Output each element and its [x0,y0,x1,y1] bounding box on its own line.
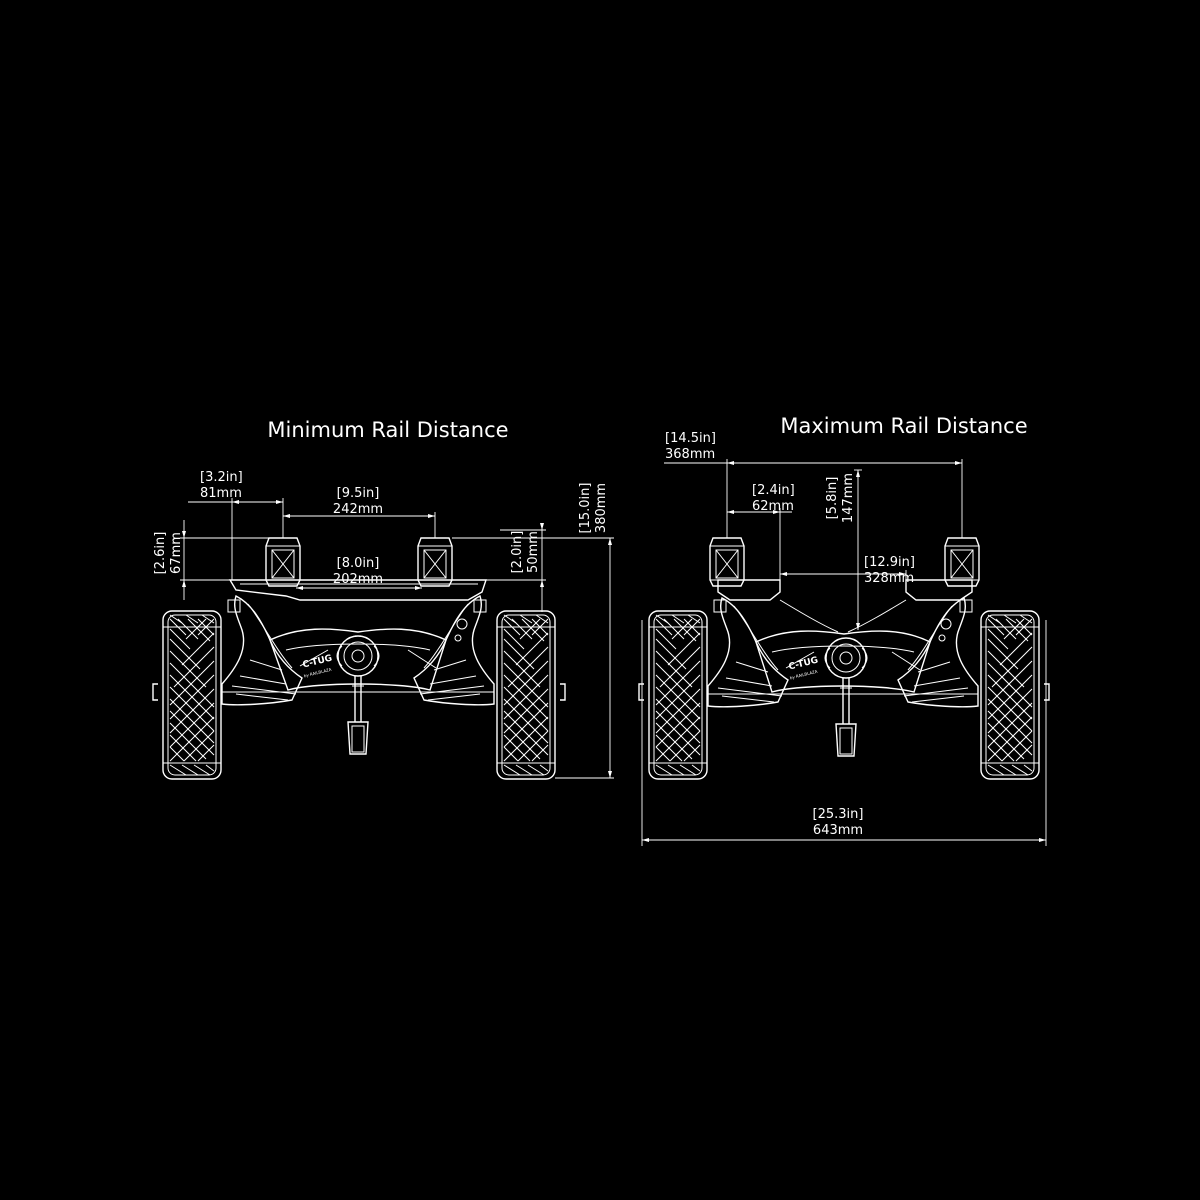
min-d2-mm: 242mm [333,502,383,517]
minimum-rail-distance-view: Minimum Rail Distance [152,418,614,780]
min-dimension-lines [180,498,614,779]
axle-caps [152,683,566,701]
right-wheel [496,610,556,780]
min-rail-mount-right [417,537,453,587]
max-d5-mm: 643mm [813,823,863,838]
min-d6-mm: 380mm [594,483,609,533]
max-d3-mm: 147mm [841,473,856,523]
cart-frame [221,579,495,706]
min-d2-in: [9.5in] [337,486,380,501]
max-d2-mm: 62mm [752,499,794,514]
max-right-wheel [980,610,1040,780]
max-axle-caps [638,683,1050,701]
min-d5-in: [2.0in] [510,531,525,574]
max-d1-mm: 368mm [665,447,715,462]
min-d3-mm: 202mm [333,572,383,587]
max-kickstand [824,637,868,757]
max-d4-mm: 328mm [864,571,914,586]
min-rail-mount-left [265,537,301,587]
left-wheel [162,610,222,780]
maximum-rail-distance-view: Maximum Rail Distance [638,414,1050,846]
max-dimension-lines [641,459,1047,846]
max-left-wheel [648,610,708,780]
min-title: Minimum Rail Distance [267,418,508,442]
max-dimension-labels: [14.5in] 368mm [2.4in] 62mm [5.8in] 147m… [665,431,915,838]
min-d4-mm: 67mm [169,532,184,574]
max-arrowheads [642,461,1046,842]
min-dimension-labels: [3.2in] 81mm [9.5in] 242mm [8.0in] 202mm… [153,470,609,587]
max-rail-mount-right [944,537,980,587]
min-d1-in: [3.2in] [200,470,243,485]
min-kickstand [336,635,380,755]
max-d3-in: [5.8in] [825,477,840,520]
min-d5-mm: 50mm [526,531,541,573]
min-brand-sub: by RAILBLAZA [303,667,332,679]
min-d3-in: [8.0in] [337,556,380,571]
max-d2-in: [2.4in] [752,483,795,498]
min-d1-mm: 81mm [200,486,242,501]
max-d1-in: [14.5in] [665,431,716,446]
max-title: Maximum Rail Distance [780,414,1027,438]
max-d4-in: [12.9in] [864,555,915,570]
max-d5-in: [25.3in] [813,807,864,822]
max-cart-frame [707,579,979,708]
max-brand-sub: by RAILBLAZA [789,669,818,681]
max-rail-mount-left [709,537,745,587]
min-d4-in: [2.6in] [153,532,168,575]
min-d6-in: [15.0in] [578,483,593,534]
min-arrowheads [182,500,612,778]
